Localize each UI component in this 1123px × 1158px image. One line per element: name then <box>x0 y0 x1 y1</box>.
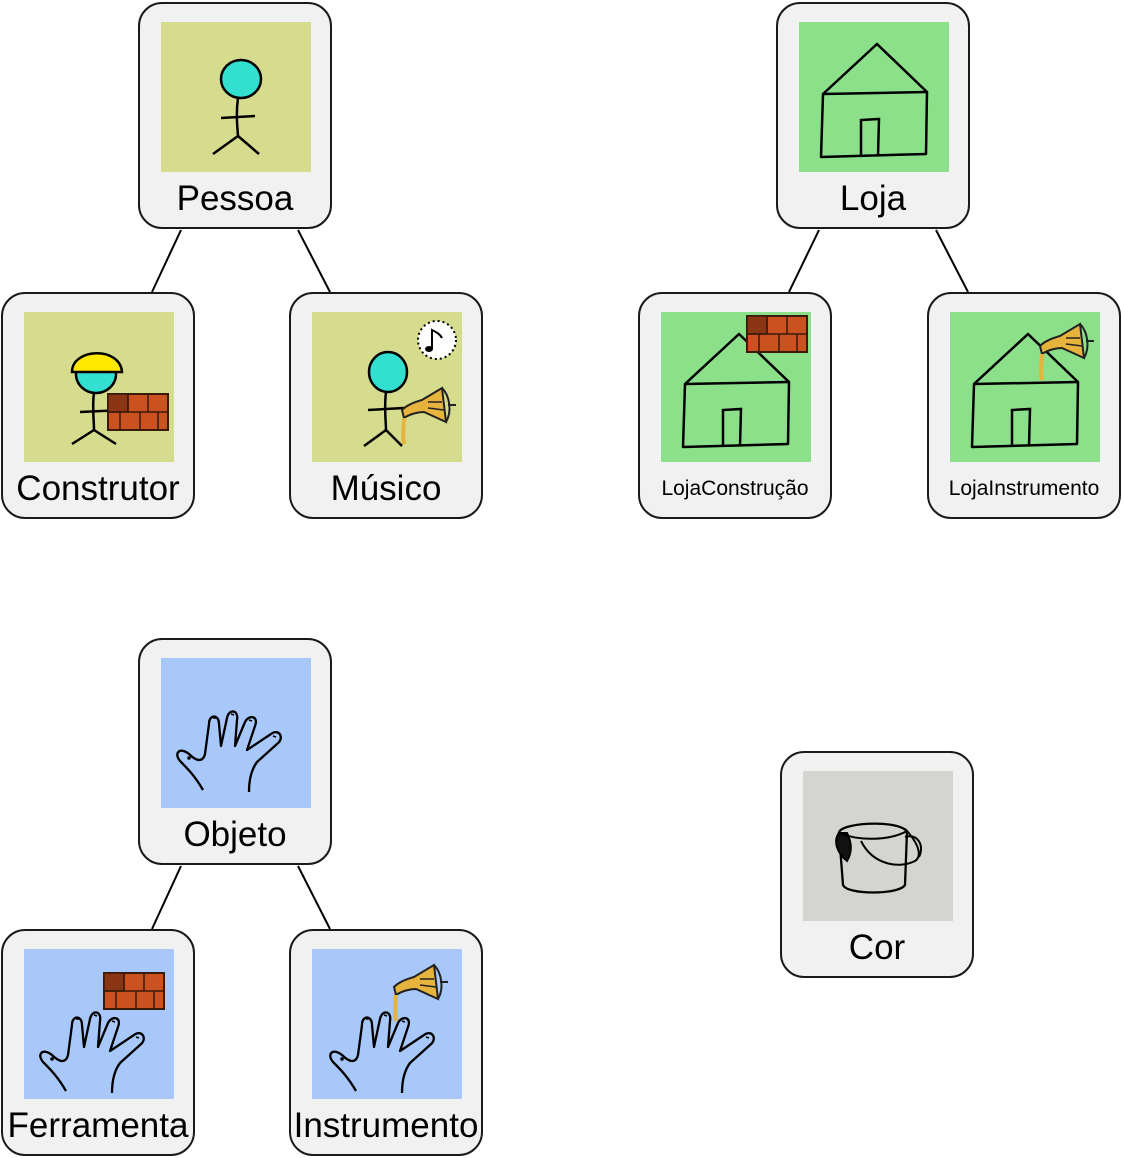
node-label: LojaConstrução <box>661 477 809 500</box>
node-objeto[interactable]: Objeto <box>138 638 332 865</box>
edge-pessoa-construtor <box>151 229 182 293</box>
house-bricks-icon <box>661 312 811 462</box>
edge-pessoa-musico <box>297 229 331 293</box>
node-lojaconstrucao[interactable]: LojaConstrução <box>638 292 832 519</box>
edge-loja-lojaconstrucao <box>788 229 820 293</box>
node-label: Instrumento <box>293 1106 479 1145</box>
hand-bricks-icon <box>24 949 174 1099</box>
node-label: Ferramenta <box>7 1106 189 1145</box>
node-label: LojaInstrumento <box>948 477 1100 500</box>
node-label: Objeto <box>183 815 287 854</box>
edge-objeto-ferramenta <box>151 865 182 930</box>
hand-icon <box>161 658 311 808</box>
house-horn-icon <box>950 312 1100 462</box>
paint-bucket-icon <box>803 771 953 921</box>
hand-horn-icon <box>312 949 462 1099</box>
musician-icon <box>312 312 462 462</box>
node-instrumento[interactable]: Instrumento <box>289 929 483 1156</box>
node-lojainstrumento[interactable]: LojaInstrumento <box>927 292 1121 519</box>
node-ferramenta[interactable]: Ferramenta <box>1 929 195 1156</box>
edge-loja-lojainstrumento <box>935 229 969 293</box>
node-label: Pessoa <box>176 179 294 218</box>
node-loja[interactable]: Loja <box>776 2 970 229</box>
edge-objeto-instrumento <box>297 865 331 930</box>
house-icon <box>799 22 949 172</box>
node-label: Cor <box>848 928 906 967</box>
node-musico[interactable]: Músico <box>289 292 483 519</box>
node-label: Loja <box>839 179 907 218</box>
node-label: Construtor <box>16 469 180 508</box>
node-label: Músico <box>330 469 442 508</box>
stick-person-icon <box>161 22 311 172</box>
builder-icon <box>24 312 174 462</box>
node-pessoa[interactable]: Pessoa <box>138 2 332 229</box>
node-cor[interactable]: Cor <box>780 751 974 978</box>
node-construtor[interactable]: Construtor <box>1 292 195 519</box>
